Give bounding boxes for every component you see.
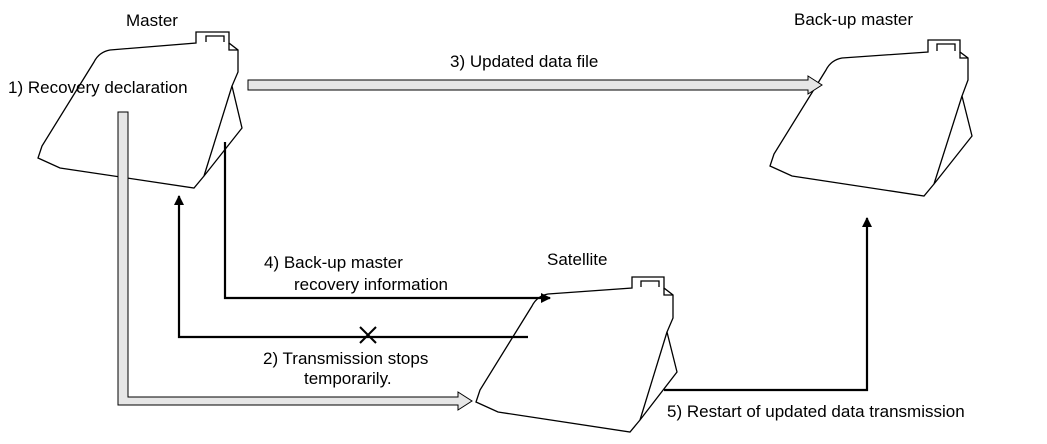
stop-cross-icon [359,326,377,344]
satellite-device-icon [475,276,678,433]
arrow-updated-data-file [247,75,823,95]
step-5-label: 5) Restart of updated data transmission [667,402,965,421]
step-4-label-line1: 4) Back-up master [264,253,403,272]
backup-master-device-icon [769,39,973,197]
arrow-restart-transmission [664,217,872,392]
step-2-label-line1: 2) Transmission stops [263,349,429,368]
arrow-recovery-declaration [117,111,473,411]
arrow-backup-recovery-info [223,142,551,303]
backup-master-label: Back-up master [794,10,914,29]
step-4-label-line2: recovery information [294,275,449,294]
master-device-icon [37,31,243,189]
master-label: Master [126,11,178,30]
satellite-label: Satellite [547,250,608,269]
step-2-label-line2: temporarily. [304,369,392,388]
step-3-label: 3) Updated data file [450,52,599,71]
arrow-transmission-stopped [174,195,528,339]
step-1-label: 1) Recovery declaration [8,78,188,97]
